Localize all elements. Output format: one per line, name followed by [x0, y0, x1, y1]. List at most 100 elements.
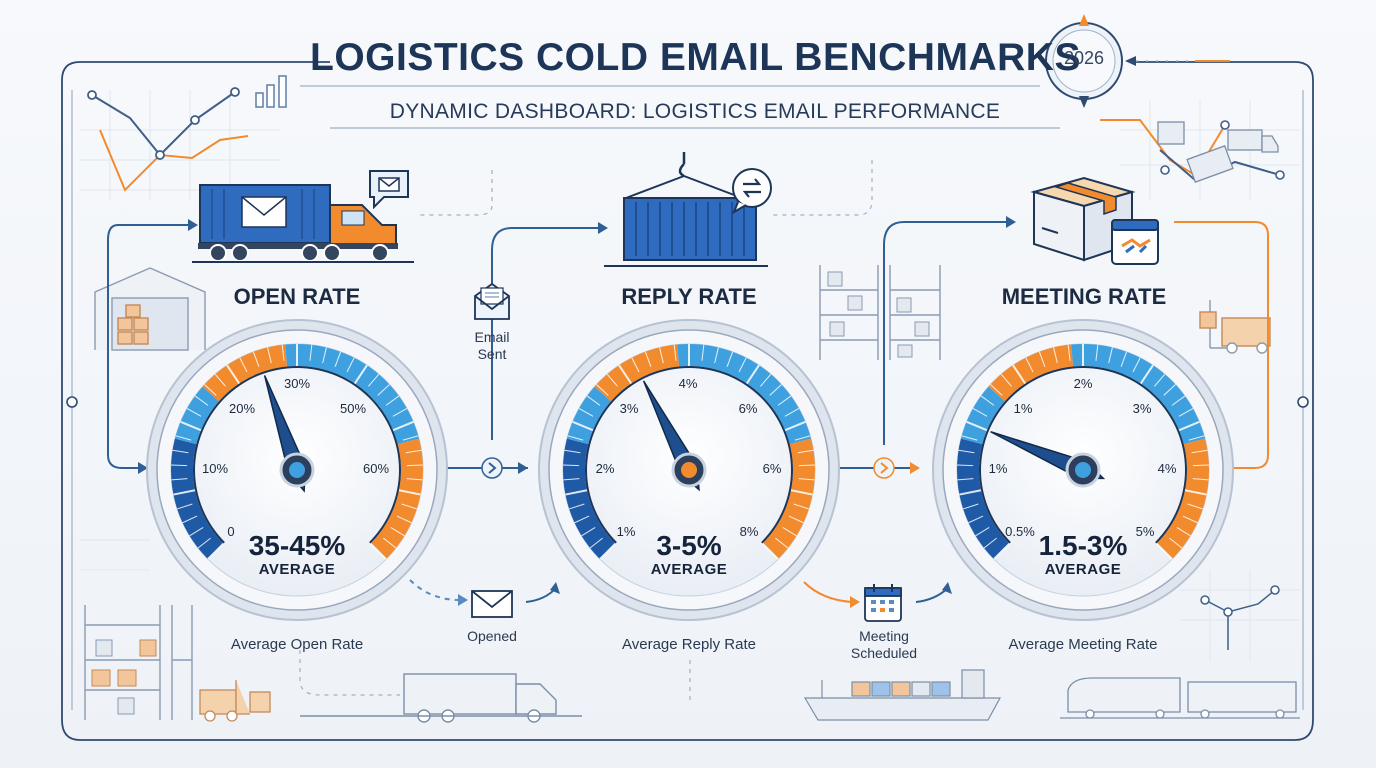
gauge-tick-mark [1188, 435, 1205, 441]
gauge-tick-mark [406, 464, 423, 467]
reply-rate-average-label: AVERAGE [650, 561, 728, 578]
gauge-tick-mark [322, 347, 327, 364]
gauge-band-segment [988, 344, 1074, 402]
reply-rate-tick: 1% [616, 524, 636, 539]
gauge-tick-mark [1187, 503, 1203, 510]
gauge-tick-mark [1053, 347, 1058, 364]
gauge-tick-mark [402, 435, 419, 441]
gauge-tick-mark [983, 537, 997, 549]
gauge-tick-mark [171, 464, 188, 467]
gauge-tick-mark [281, 344, 285, 361]
gauge-tick-mark [1120, 351, 1128, 367]
envelope-icon [471, 590, 513, 618]
gauge-tick-mark [957, 464, 974, 467]
gauge-tick-mark [405, 449, 422, 454]
gauge-tick-mark [1038, 351, 1046, 367]
gauge-band-segment [285, 344, 420, 445]
gauge-tick-mark [1154, 373, 1166, 387]
gauge-tick-mark [252, 351, 260, 367]
meeting-rate-label: MEETING RATE [1001, 284, 1167, 309]
gauge-tick-mark [1191, 449, 1208, 454]
gauge-tick-mark [957, 478, 974, 481]
open-rate-tick: 0 [227, 524, 235, 539]
gauge-tick-mark [775, 537, 789, 549]
gauge-band-segment [960, 386, 1005, 445]
gauge-tick-mark [214, 373, 226, 387]
meeting-rate-average-label: AVERAGE [1044, 561, 1122, 578]
gauge-tick-mark [769, 384, 782, 396]
meeting-rate-tick: 5% [1135, 524, 1155, 539]
gauge-tick-mark [189, 527, 204, 537]
gauge-tick-mark [618, 364, 633, 385]
gauge-tick-mark [714, 347, 719, 364]
calendar-icon [864, 584, 902, 622]
gauge-tick-mark [673, 344, 677, 361]
gauge-tick-mark [777, 395, 792, 406]
gauge-tick-mark [993, 542, 1011, 560]
gauge-tick-mark [1108, 347, 1113, 364]
meeting-rate-gauge [932, 319, 1234, 621]
open-rate-caption: Average Open Rate [230, 636, 364, 653]
gauge-tick-mark [644, 351, 652, 367]
gauge-tick-mark [972, 407, 988, 417]
gauge-tick-mark [788, 515, 804, 524]
gauge-tick-mark [309, 344, 313, 361]
gauge-tick-mark [990, 384, 1003, 396]
gauge-tick-mark [392, 407, 408, 417]
meeting-rate-value: 1.5-3% [1038, 530, 1128, 561]
box-meeting-icon [1030, 176, 1159, 265]
gauge-tick-mark [368, 373, 380, 387]
email-sent-label-line1: Email [474, 329, 510, 345]
gauge-tick-mark [968, 515, 984, 524]
gauge-tick-mark [574, 515, 590, 524]
open-rate-gauge [146, 319, 448, 621]
gauge-hub-center [681, 462, 697, 478]
gauge-tick-mark [567, 435, 584, 441]
gauge-tick-mark [1012, 364, 1027, 385]
gauge-tick-mark [726, 351, 734, 367]
gauge-tick-mark [239, 357, 248, 373]
gauge-band-segment [1071, 344, 1206, 445]
reply-rate-tick: 6% [762, 461, 782, 476]
meeting-rate-tick: 2% [1073, 376, 1093, 391]
gauge-tick-mark [738, 357, 747, 373]
gauge-tick-mark [572, 420, 594, 432]
gauge-tick-mark [586, 395, 601, 406]
reply-rate-tick: 8% [739, 524, 759, 539]
gauge-tick-mark [798, 464, 815, 467]
reply-rate-caption: Average Reply Rate [622, 636, 756, 653]
gauge-tick-mark [794, 435, 811, 441]
chat-envelope-icon [369, 170, 409, 209]
open-rate-tick: 20% [228, 401, 256, 416]
gauge-tick-mark [961, 435, 978, 441]
gauge-tick-mark [798, 478, 815, 481]
gauge-tick-mark [790, 489, 813, 496]
gauge-tick-mark [745, 364, 760, 385]
gauge-tick-mark [701, 344, 705, 361]
gauge-tick-mark [390, 527, 405, 537]
gauge-tick-mark [267, 347, 272, 364]
envelope-icon [474, 282, 510, 320]
gauge-tick-mark [406, 478, 423, 481]
gauge-tick-mark [1171, 395, 1186, 406]
year-badge: 2026 [1063, 48, 1105, 68]
reply-rate-tick: 4% [678, 376, 698, 391]
gauge-tick-mark [182, 515, 198, 524]
gauge-tick-mark [207, 542, 225, 560]
gauge-tick-mark [1178, 407, 1194, 417]
gauge-tick-mark [1139, 364, 1154, 385]
reply-rate-tick: 3% [619, 401, 639, 416]
gauge-band-segment [566, 386, 611, 445]
gauge-tick-mark [177, 503, 193, 510]
open-rate-value: 35-45% [248, 530, 346, 561]
reply-rate-gauge [538, 319, 840, 621]
open-rate-tick: 50% [339, 401, 367, 416]
gauge-tick-mark [631, 357, 640, 373]
gauge-tick-mark [963, 503, 979, 510]
open-rate-tick: 30% [283, 376, 311, 391]
gauge-band-segment [677, 344, 812, 445]
gauge-hub-center [1075, 462, 1091, 478]
reply-rate-value: 3-5% [656, 530, 722, 561]
